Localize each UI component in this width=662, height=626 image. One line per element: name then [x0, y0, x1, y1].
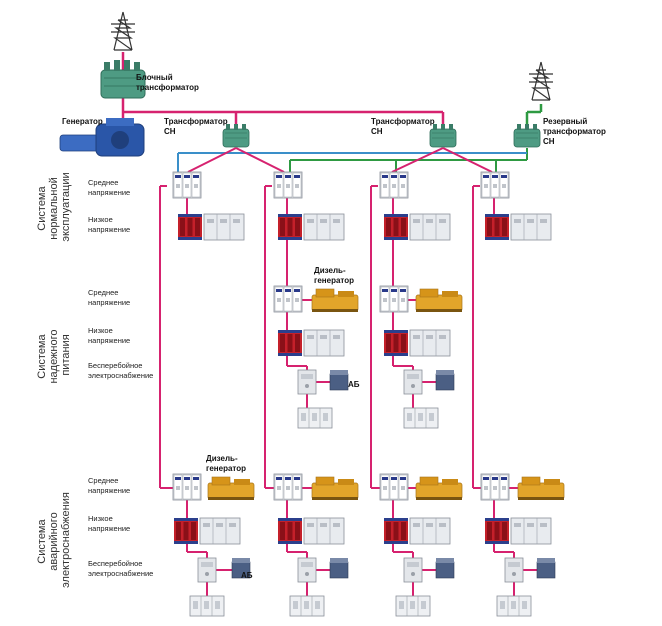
emergency-ups-2-icon [297, 557, 317, 583]
diesel-generator-emergency-1-icon [207, 476, 255, 501]
emergency-ups-3-icon [403, 557, 423, 583]
emergency-lv-board-1 [173, 517, 241, 545]
row-label-emergency-ups: Бесперебойное электроснабжение [88, 559, 153, 578]
row-label-emergency-low: Низкое напряжение [88, 514, 130, 533]
diesel-generator-emergency-2-icon [311, 476, 359, 501]
diesel-generator-reliable-2-icon [311, 288, 359, 313]
reserve-pylon-icon [528, 61, 554, 101]
battery-reliable-label: АБ [348, 380, 360, 389]
wiring [121, 52, 543, 596]
diesel-generator-emergency-label: Дизель- генератор [206, 454, 246, 473]
svg-text:Система аварийного: Система аварийного электроснабжения [36, 492, 72, 588]
row-label-reliable-medium: Среднее напряжение [88, 288, 130, 307]
normal-mv-switchgear-2 [273, 171, 303, 199]
emergency-dist-panel-4 [496, 595, 532, 617]
diesel-generator-reliable-label: Дизель- генератор [314, 266, 354, 285]
aux-transformer-2-icon [429, 123, 457, 148]
block-transformer-label: Блочный трансформатор [136, 73, 199, 92]
normal-mv-switchgear-4 [480, 171, 510, 199]
generator-icon [59, 118, 145, 157]
emergency-dist-panel-3 [395, 595, 431, 617]
svg-text:Система нормальной: Система нормальной эксплуатации [36, 172, 72, 241]
emergency-lv-board-2 [277, 517, 345, 545]
reliable-lv-board-2 [277, 329, 345, 357]
diesel-generator-reliable-3-icon [415, 288, 463, 313]
row-label-reliable-low: Низкое напряжение [88, 326, 130, 345]
reliable-ups-2-icon [297, 369, 317, 395]
aux-transformer-1-icon [222, 123, 250, 148]
row-label-normal-medium: Среднее напряжение [88, 178, 130, 197]
normal-lv-board-3 [383, 213, 451, 241]
reliable-dist-panel-3 [403, 407, 439, 429]
diesel-generator-emergency-4-icon [517, 476, 565, 501]
system-emergency-label: Система аварийного электроснабжения [36, 492, 72, 588]
emergency-lv-board-3 [383, 517, 451, 545]
svg-text:Система надежного: Система надежного питания [36, 326, 72, 383]
emergency-mv-switchgear-3 [379, 473, 409, 501]
battery-reliable-2-icon [329, 369, 349, 391]
battery-emergency-label: АБ [241, 571, 253, 580]
normal-mv-switchgear-3 [379, 171, 409, 199]
reliable-dist-panel-2 [297, 407, 333, 429]
block-transformer-icon [100, 60, 146, 99]
battery-reliable-3-icon [435, 369, 455, 391]
emergency-dist-panel-1 [189, 595, 225, 617]
row-label-reliable-ups: Бесперебойное электроснабжение [88, 361, 153, 380]
reliable-ups-3-icon [403, 369, 423, 395]
system-reliable-label: Система надежного питания [36, 326, 72, 384]
emergency-mv-switchgear-4 [480, 473, 510, 501]
reserve-transformer-icon [513, 123, 541, 148]
emergency-lv-board-4 [484, 517, 552, 545]
normal-lv-board-2 [277, 213, 345, 241]
reliable-mv-switchgear-2 [273, 285, 303, 313]
normal-lv-board-4 [484, 213, 552, 241]
emergency-ups-4-icon [504, 557, 524, 583]
system-normal-label: Система нормальной эксплуатации [36, 172, 72, 241]
row-label-emergency-medium: Среднее напряжение [88, 476, 130, 495]
grid-pylon-icon [110, 11, 136, 51]
row-label-normal-low: Низкое напряжение [88, 215, 130, 234]
generator-label: Генератор [62, 117, 103, 126]
battery-emergency-4-icon [536, 557, 556, 579]
emergency-ups-1-icon [197, 557, 217, 583]
normal-lv-board-1 [177, 213, 245, 241]
aux-transformer-2-label: Трансформатор СН [371, 117, 437, 136]
emergency-dist-panel-2 [289, 595, 325, 617]
battery-emergency-3-icon [435, 557, 455, 579]
battery-emergency-2-icon [329, 557, 349, 579]
reliable-lv-board-3 [383, 329, 451, 357]
diesel-generator-emergency-3-icon [415, 476, 463, 501]
aux-transformer-1-label: Трансформатор СН [164, 117, 230, 136]
normal-mv-switchgear-1 [172, 171, 202, 199]
emergency-mv-switchgear-2 [273, 473, 303, 501]
reliable-mv-switchgear-3 [379, 285, 409, 313]
reserve-transformer-label: Резервный трансформатор СН [543, 117, 608, 146]
emergency-mv-switchgear-1 [172, 473, 202, 501]
